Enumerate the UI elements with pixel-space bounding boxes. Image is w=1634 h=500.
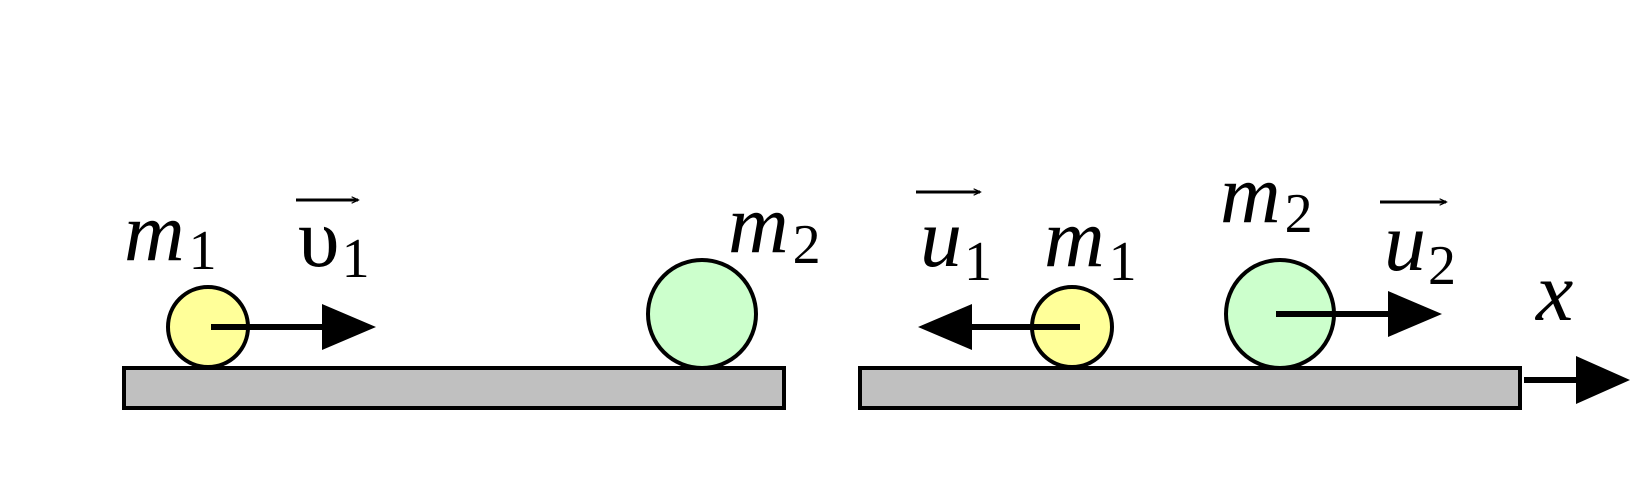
- ball-m2-before: [646, 258, 758, 370]
- velocity-arrow-u2: [1276, 291, 1442, 337]
- after-panel: u1 m1 m2 u2 x: [858, 148, 1630, 410]
- x-axis-arrow: [1524, 356, 1630, 404]
- label-u2: u2: [1380, 196, 1456, 297]
- x-axis-label: x: [1534, 246, 1573, 339]
- label-v1: υ1: [296, 192, 370, 290]
- svg-text:u2: u2: [1384, 196, 1456, 297]
- label-m1-after: m1: [1044, 192, 1137, 293]
- before-panel: m1 υ1 m2: [122, 178, 821, 410]
- svg-text:u1: u1: [920, 192, 992, 293]
- svg-text:υ1: υ1: [298, 192, 370, 290]
- label-m1-before: m1: [124, 186, 217, 282]
- velocity-arrow-v1: [211, 304, 376, 350]
- table-left: [122, 366, 786, 410]
- label-m2-before: m2: [728, 178, 821, 276]
- label-u1: u1: [916, 192, 992, 293]
- label-m2-after: m2: [1220, 148, 1313, 245]
- table-right: [858, 366, 1522, 410]
